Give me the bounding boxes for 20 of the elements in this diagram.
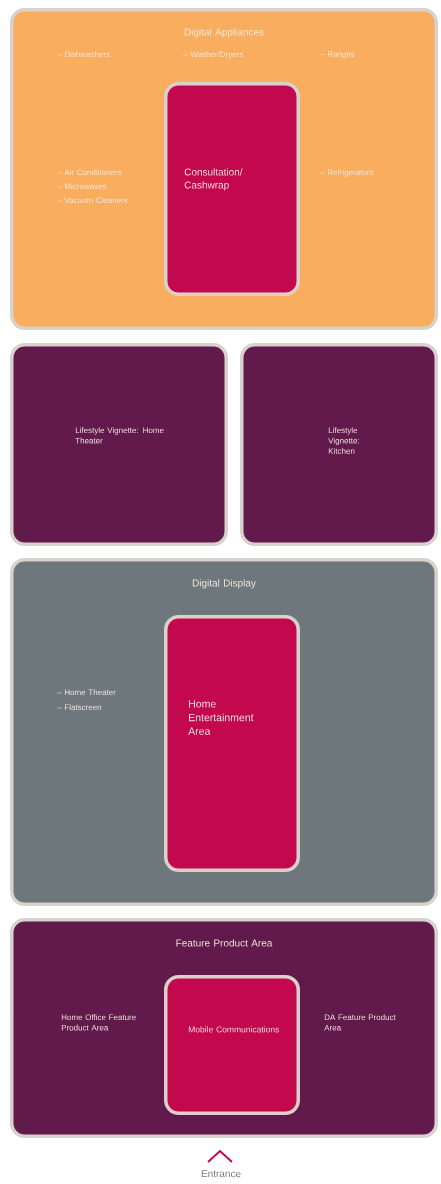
list-item: – Refrigerators <box>320 169 374 177</box>
list-item: – Air Conditioners <box>57 169 122 176</box>
list-item: – Flatscreen <box>57 704 102 711</box>
area-label: Home Office Feature Product Area <box>61 1014 136 1031</box>
vignette-box: Lifestyle Vignette: Kitchen <box>240 343 438 546</box>
area-label: DA Feature Product Area <box>324 1014 396 1031</box>
list-item: – Microwaves <box>57 183 107 190</box>
counter-box: Consultation/ Cashwrap <box>164 82 300 296</box>
vignette-box: Lifestyle Vignette: Home Theater <box>10 343 228 546</box>
area-box: Home Entertainment Area <box>164 615 300 872</box>
area-box: Mobile Communications <box>164 975 300 1115</box>
list-item: – Ranges <box>320 51 355 59</box>
list-item: – Washer/Dryers <box>183 51 244 59</box>
zone-heading: Digital Appliances <box>184 28 264 38</box>
zone-heading: Feature Product Area <box>176 939 273 947</box>
list-item: – Dishwashers <box>57 51 110 58</box>
zone-heading: Digital Display <box>192 579 256 589</box>
entrance-label: Entrance <box>201 1170 241 1178</box>
list-item: – Vacuum Cleaners <box>57 197 128 204</box>
list-item: – Home Theater <box>57 689 116 696</box>
